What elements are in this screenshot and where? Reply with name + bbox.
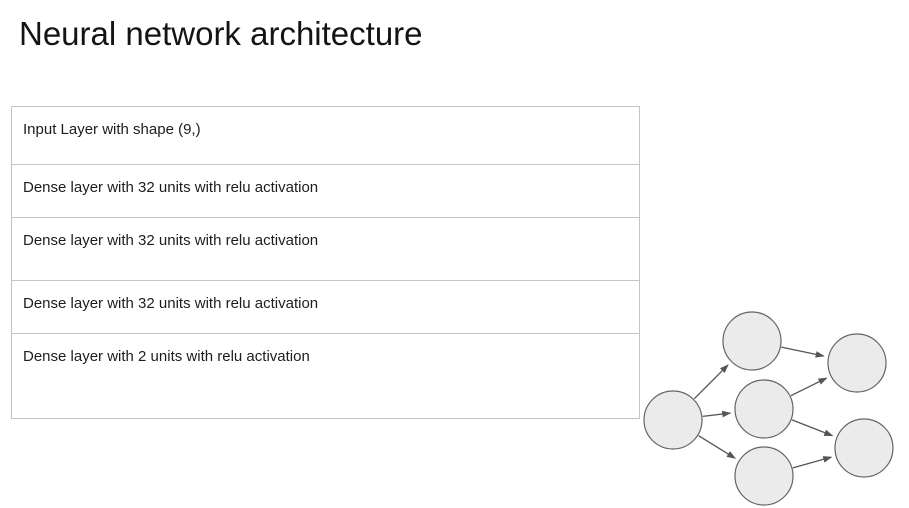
- table-row: Input Layer with shape (9,): [12, 107, 639, 165]
- layer-description: Dense layer with 32 units with relu acti…: [23, 232, 319, 249]
- layer-description: Dense layer with 32 units with relu acti…: [23, 295, 319, 312]
- graph-node-hidden-3: [734, 446, 794, 506]
- page-title: Neural network architecture: [19, 15, 423, 52]
- table-row: Dense layer with 32 units with relu acti…: [12, 281, 639, 334]
- neural-network-graph-svg: [643, 311, 894, 506]
- graph-edge: [791, 419, 834, 437]
- graph-nodes: [643, 311, 894, 506]
- graph-node-input-1: [643, 390, 703, 450]
- graph-node-output-2: [834, 418, 894, 478]
- layer-description: Input Layer with shape (9,): [23, 121, 201, 138]
- graph-edge: [702, 410, 732, 418]
- graph-edges: [693, 346, 834, 469]
- table-row: Dense layer with 32 units with relu acti…: [12, 165, 639, 218]
- graph-edge: [698, 435, 736, 459]
- neural-network-diagram: [640, 296, 909, 508]
- graph-node-hidden-1: [722, 311, 782, 371]
- graph-edge: [792, 456, 833, 469]
- table-row: Dense layer with 2 units with relu activ…: [12, 334, 639, 418]
- graph-edge: [790, 377, 828, 397]
- table-row: Dense layer with 32 units with relu acti…: [12, 218, 639, 281]
- graph-edge: [781, 346, 825, 358]
- layer-description: Dense layer with 32 units with relu acti…: [23, 179, 319, 196]
- graph-node-output-1: [827, 333, 887, 393]
- graph-edge: [693, 364, 729, 400]
- graph-node-hidden-2: [734, 379, 794, 439]
- layer-description: Dense layer with 2 units with relu activ…: [23, 348, 310, 365]
- layer-architecture-table: Input Layer with shape (9,) Dense layer …: [11, 106, 640, 419]
